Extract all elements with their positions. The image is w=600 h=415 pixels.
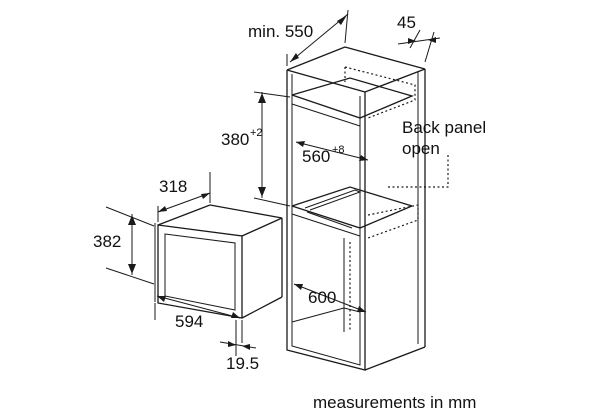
dim-594-arrow-b: [231, 312, 240, 318]
dim-594-arrow-a: [157, 296, 166, 302]
dim-382-ext-top: [105, 206, 155, 227]
dim-45-arrow-b: [428, 37, 436, 43]
oven-top-back: [209, 204, 283, 219]
dim-45-ext-a: [409, 29, 421, 49]
dim-560-arrow-a: [296, 141, 305, 147]
label-560: 560: [302, 147, 330, 166]
dim-45-ext-b: [424, 31, 435, 63]
dim-382-arrow-top: [128, 215, 136, 225]
oven-drawing: [154, 204, 283, 319]
cabinet-top-back-edge: [344, 46, 426, 70]
dim-560-line: [295, 141, 369, 161]
label-594: 594: [175, 312, 203, 331]
dim-550-ext-b: [344, 9, 349, 44]
label-560-tolerance: +8: [332, 144, 345, 156]
dim-550-arrow-a: [290, 53, 299, 62]
oven-top-right: [241, 217, 283, 237]
lower-shelf-front-edge: [291, 213, 361, 237]
label-380: 380: [221, 130, 249, 149]
dim-600-arrow-b: [357, 306, 366, 312]
dim-380-arrow-bottom: [258, 187, 266, 197]
support-rail: [304, 189, 362, 211]
oven-side-bottom: [241, 296, 283, 319]
dim-600-arrow-a: [294, 284, 303, 290]
dim-318-line: [157, 192, 211, 213]
label-382: 382: [93, 232, 121, 251]
cabinet-side-bottom-edge: [364, 346, 426, 371]
dim-594-line: [156, 295, 241, 319]
dim-380-ext-top: [253, 91, 291, 98]
dim-550-arrow-b: [337, 15, 347, 25]
dim-382-ext-bottom: [105, 267, 155, 285]
label-open: open: [402, 139, 440, 158]
dimension-labels: min. 550 45 380 +2 560 +8 Back panel ope…: [93, 13, 486, 412]
lower-floor-left: [291, 307, 345, 323]
oven-top-left: [157, 204, 211, 226]
label-19-5: 19.5: [226, 354, 259, 373]
dim-19-5-arrow-b: [242, 344, 250, 350]
dim-45-arrow-a: [408, 38, 416, 44]
label-318: 318: [159, 177, 187, 196]
dim-382-arrow-bottom: [128, 264, 136, 274]
label-380-tolerance: +2: [250, 127, 263, 139]
label-min-550: min. 550: [248, 22, 313, 41]
back-panel-leader: [388, 155, 449, 188]
support-rail-2: [306, 211, 353, 229]
label-600: 600: [308, 288, 336, 307]
dim-380-arrow-top: [258, 93, 266, 103]
dim-318-arrow-b: [201, 193, 210, 199]
dim-19-5-line: [219, 341, 257, 349]
upper-back-panel-dashed: [344, 66, 416, 119]
upper-shelf: [291, 77, 414, 119]
label-back-panel: Back panel: [402, 118, 486, 137]
cabinet-top-left-edge: [286, 46, 346, 71]
dim-600-line: [293, 283, 367, 313]
dim-380-ext-bottom: [253, 197, 291, 207]
dim-560-arrow-b: [359, 155, 368, 161]
dimension-lines: [105, 9, 449, 356]
cabinet-top-right-edge: [364, 68, 426, 93]
upper-shelf-front-edge: [291, 103, 361, 127]
cabinet-front-inner: [291, 74, 361, 366]
lower-shelf: [291, 186, 414, 229]
oven-door-window: [164, 233, 236, 311]
label-45: 45: [397, 13, 416, 32]
dim-318-arrow-a: [158, 206, 167, 212]
cabinet-drawing: [286, 46, 426, 371]
dim-19-5-arrow-a: [228, 341, 236, 347]
footer-measurements: measurements in mm: [313, 393, 476, 412]
